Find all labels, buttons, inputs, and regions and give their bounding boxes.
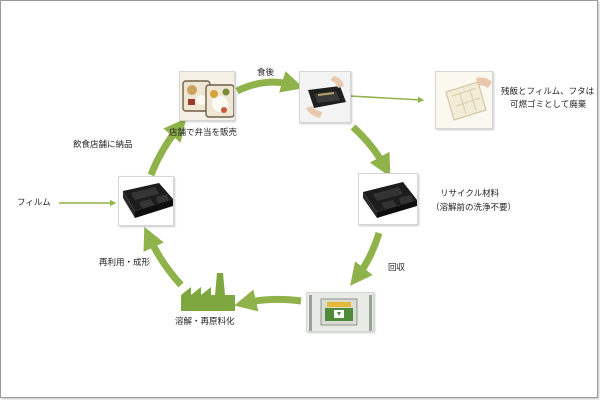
bento-photo — [179, 71, 235, 121]
waste-photo — [435, 71, 493, 129]
label-deliver: 飲食店舗に納品 — [73, 140, 133, 150]
label-film: フィルム — [17, 198, 51, 208]
label-recycle-1: リサイクル材料 — [440, 189, 500, 199]
reused-tray-photo — [118, 176, 174, 226]
label-recycle-2: （溶解前の洗浄不要） — [431, 203, 517, 213]
collection-box-photo — [306, 292, 374, 332]
arrow-melt-to-tray — [143, 226, 184, 288]
arrow-sell-to-after-meal — [235, 71, 304, 95]
label-reuse: 再利用・成形 — [99, 258, 151, 268]
arrow-tray-to-sell — [147, 118, 187, 177]
label-collect: 回収 — [388, 263, 406, 273]
arrow-collect-to-melt — [234, 289, 302, 312]
arrow-to-waste — [349, 95, 425, 104]
factory-icon — [181, 273, 235, 311]
recycle-tray-photo — [358, 173, 418, 225]
label-residue-1: 残飯とフィルム、フタは — [501, 87, 595, 97]
after-meal-photo — [299, 71, 351, 123]
arrow-recycle-to-collect — [350, 231, 383, 286]
label-sell-bento: 店舗で弁当を販売 — [169, 128, 238, 138]
arrow-after-meal-to-recycle — [350, 124, 391, 177]
label-residue-2: 可燃ゴミとして廃棄 — [510, 100, 587, 110]
label-melt: 溶解・再原料化 — [175, 317, 235, 327]
label-after-meal: 食後 — [257, 68, 275, 78]
